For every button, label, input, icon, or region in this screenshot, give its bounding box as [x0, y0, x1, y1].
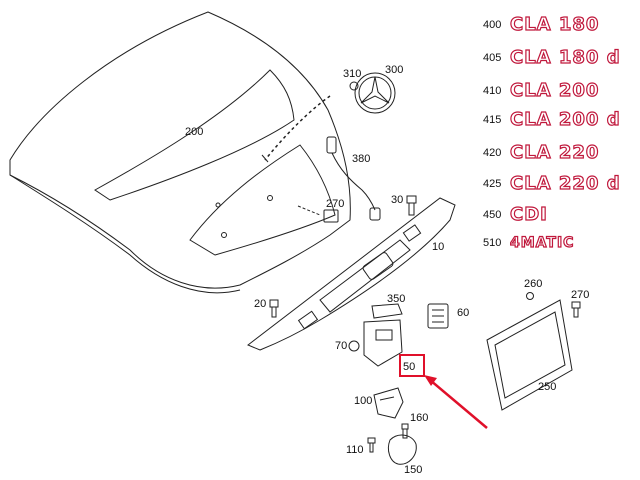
- label-160: 160: [410, 412, 428, 424]
- label-60: 60: [457, 307, 469, 319]
- emblem-icon: [354, 72, 396, 114]
- badge-text: 4MATIC: [510, 235, 574, 251]
- label-310: 310: [343, 68, 361, 80]
- screw-160-icon: [401, 423, 409, 439]
- badge-code: 415: [483, 114, 501, 126]
- label-200: 200: [185, 126, 203, 138]
- nut-260-icon: [526, 292, 534, 300]
- label-270-right: 270: [571, 289, 589, 301]
- license-plate-bracket: [486, 299, 573, 411]
- label-250: 250: [538, 381, 556, 393]
- label-350: 350: [387, 293, 405, 305]
- label-260: 260: [524, 278, 542, 290]
- bolt-30-icon: [406, 195, 417, 216]
- label-50: 50: [403, 361, 415, 373]
- pointer-line-200: [264, 95, 331, 161]
- badge-text: CLA 220: [510, 142, 599, 163]
- lock-100: [373, 387, 404, 419]
- highlight-box: [399, 354, 425, 377]
- badge-text: CLA 200: [510, 80, 599, 101]
- badge-text: CLA 180: [510, 14, 599, 35]
- handle-strip: [247, 197, 456, 351]
- screw-270-icon: [571, 301, 581, 318]
- badge-text: CLA 200 d: [510, 109, 621, 130]
- highlight-arrow: [424, 375, 488, 429]
- nut-70-icon: [348, 340, 360, 352]
- trunk-lid: [9, 11, 351, 294]
- label-100: 100: [354, 395, 372, 407]
- label-270: 270: [326, 198, 344, 210]
- label-20: 20: [254, 298, 266, 310]
- badge-code: 510: [483, 237, 501, 249]
- grommet-icon: [349, 81, 359, 91]
- label-150: 150: [404, 464, 422, 476]
- screw-20-icon: [269, 299, 279, 318]
- label-30: 30: [391, 194, 403, 206]
- bolt-270-icon: [297, 205, 339, 223]
- badge-text: CLA 220 d: [510, 173, 621, 194]
- screw-110-icon: [367, 437, 376, 453]
- handle-module: [363, 303, 403, 367]
- cap-150-icon: [387, 434, 417, 465]
- label-110: 110: [346, 444, 364, 456]
- label-380: 380: [352, 153, 370, 165]
- badge-code: 450: [483, 209, 501, 221]
- badge-code: 420: [483, 147, 501, 159]
- label-70: 70: [335, 340, 347, 352]
- clip-60-icon: [427, 303, 449, 329]
- badge-code: 425: [483, 178, 501, 190]
- label-300: 300: [385, 64, 403, 76]
- badge-text: CLA 180 d: [510, 47, 621, 68]
- sensor-cable: [326, 136, 381, 221]
- label-10: 10: [432, 241, 444, 253]
- badge-code: 400: [483, 19, 501, 31]
- badge-code: 405: [483, 52, 501, 64]
- badge-legend: 400 CLA 180 405 CLA 180 d 410 CLA 200 41…: [483, 13, 621, 251]
- badge-text: CDI: [510, 204, 548, 225]
- badge-code: 410: [483, 85, 501, 97]
